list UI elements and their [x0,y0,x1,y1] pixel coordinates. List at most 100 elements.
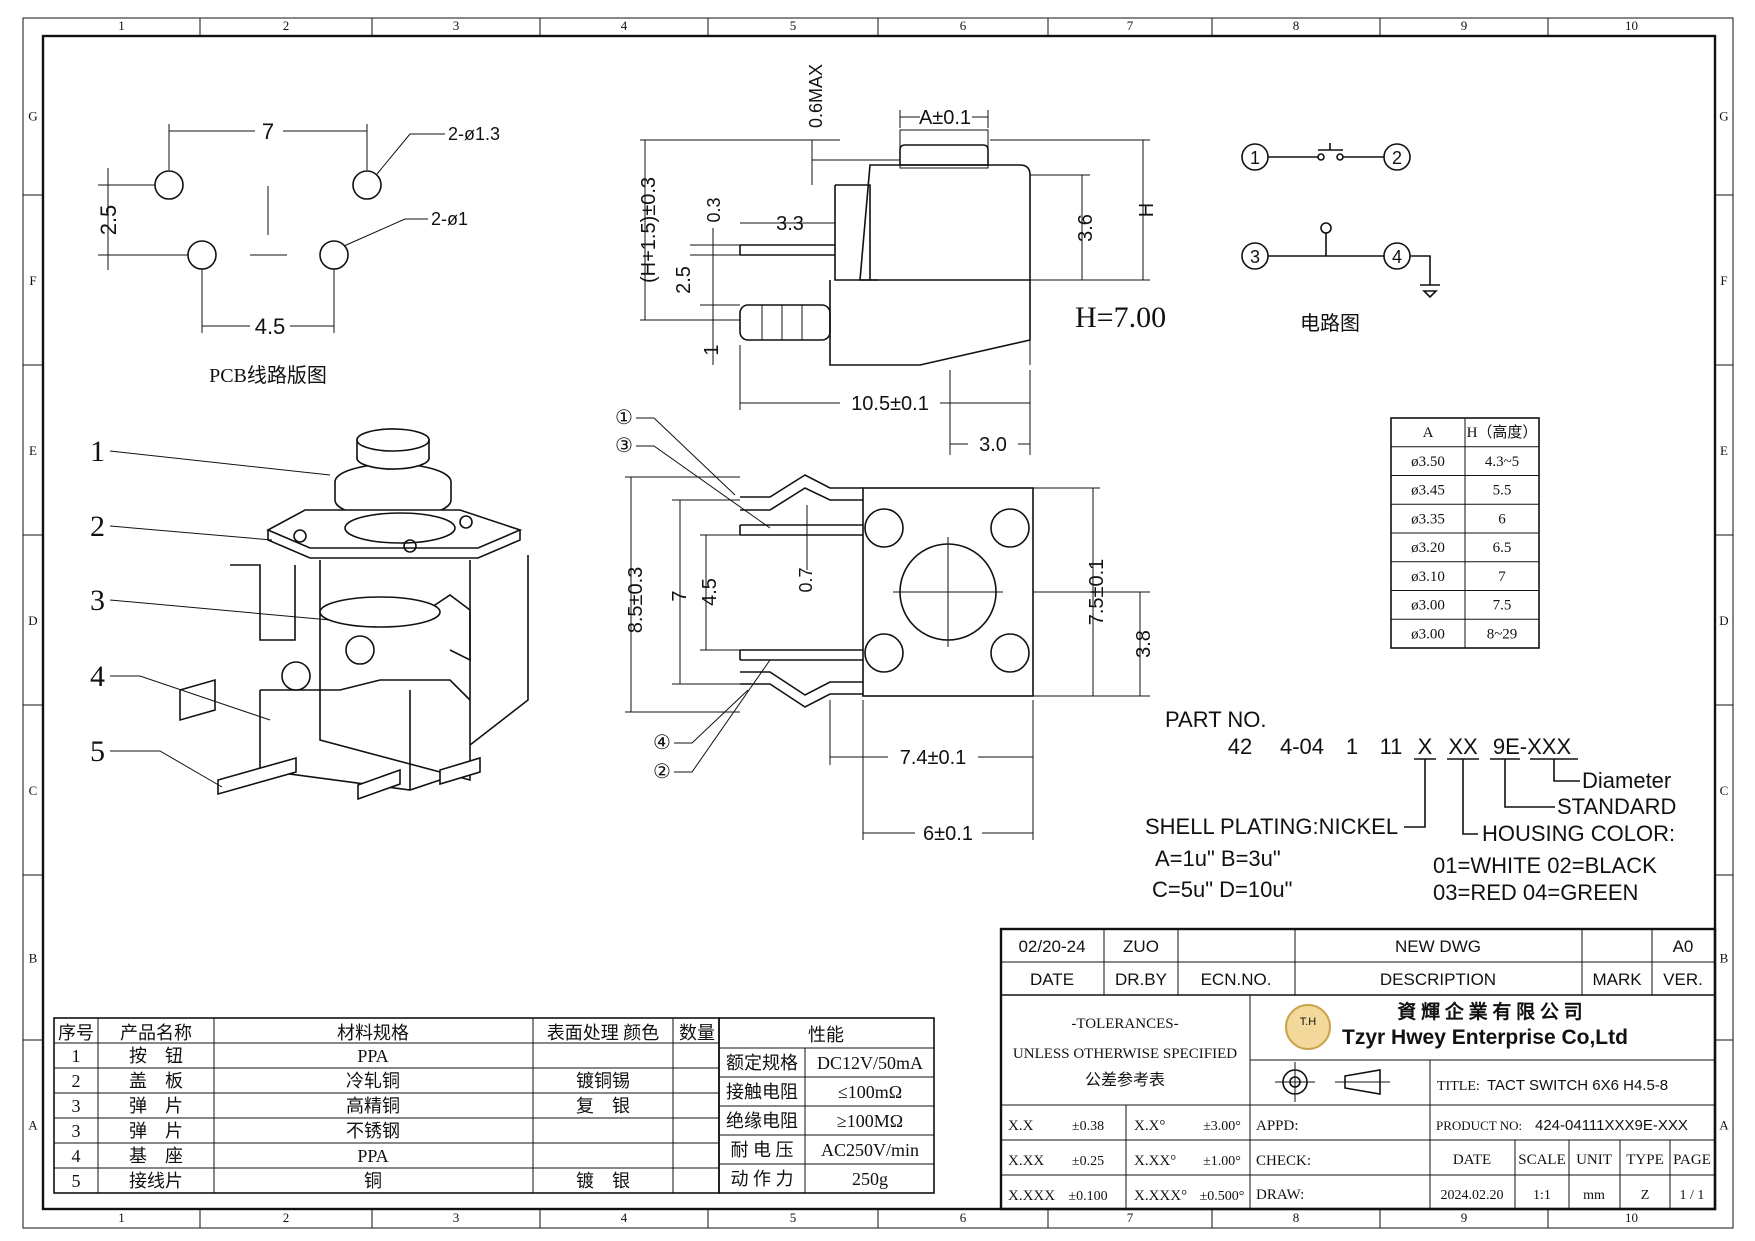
grid-col-label: 10 [1625,1210,1638,1225]
grid-col-label: 7 [1127,18,1134,33]
grid-col-label: 2 [283,18,290,33]
top-marker-4: ④ [653,732,671,754]
side-dim-3-6: 3.6 [1075,214,1097,242]
bom-header-no: 序号 [58,1023,94,1043]
tol-angle-value: ±1.00° [1203,1154,1241,1169]
tol-line3: 公差参考表 [1085,1071,1165,1089]
grid-col-label: 1 [118,18,125,33]
rev-date: 02/20-24 [1018,937,1085,956]
h-desc: DESCRIPTION [1380,970,1496,989]
unit-value: mm [1583,1188,1605,1203]
perf-label: 绝缘电阻 [726,1111,798,1131]
top-dim-7: 7 [669,590,691,601]
inner-frame [41,34,1717,1211]
part-code-4-04: 4-04 [1280,734,1324,759]
bom-header-material: 材料规格 [337,1023,409,1043]
grid-row-label: C [29,783,38,798]
bom-cell: 接线片 [129,1171,183,1191]
part-plating-line1: A=1u" B=3u" [1155,846,1281,871]
product-no: 424-04111XXX9E-XXX [1535,1117,1688,1134]
part-code-xx: XX [1448,734,1478,759]
side-dim-3-0: 3.0 [979,434,1007,456]
isometric-view: 1 2 3 4 5 [90,428,529,801]
tol-angle-label: X.XXX° [1134,1188,1187,1204]
part-code-x: X [1418,734,1433,759]
tol-linear-value: ±0.25 [1072,1154,1104,1169]
grid-col-label: 10 [1625,18,1638,33]
height-table-a: ø3.50 [1411,454,1445,470]
circuit-caption: 电路图 [1300,312,1360,335]
side-dim-3-3: 3.3 [776,213,804,235]
bom-cell: 5 [72,1171,81,1191]
pcb-hole-large-label: 2-ø1.3 [448,124,500,144]
circuit-node-1: 1 [1250,148,1260,168]
appd-label: APPD: [1256,1118,1299,1134]
part-code-9e: 9E-XXX [1493,734,1572,759]
top-marker-3: ③ [615,435,633,457]
height-table-h: 8~29 [1487,626,1518,642]
perf-header: 性能 [808,1025,844,1045]
grid-row-label: B [1720,951,1729,966]
iso-callout-4: 4 [90,660,105,693]
top-view: 8.5±0.3 7 4.5 0.7 7.5±0.1 3.8 7.4±0.1 6±… [615,407,1155,845]
bom-cell: 弹 片 [129,1096,183,1116]
perf-label: 耐 电 压 [731,1140,794,1160]
pcb-hole-small-label: 2-ø1 [431,209,468,229]
tol-linear-label: X.XX [1008,1153,1044,1169]
type-value: Z [1641,1188,1650,1203]
top-dim-8-5: 8.5±0.3 [625,567,647,634]
grid-row-label: G [28,109,37,124]
part-no-label: PART NO. [1165,707,1266,732]
bom-cell: 镀铜锡 [576,1071,630,1091]
grid-row-label: F [29,273,36,288]
grid-col-label: 4 [621,1210,628,1225]
height-table-a: ø3.35 [1411,511,1445,527]
height-table-header-h: H（高度） [1467,424,1538,441]
grid-row-label: G [1719,109,1728,124]
date-value: 2024.02.20 [1441,1188,1504,1203]
height-table-h: 6.5 [1493,540,1512,556]
rev-desc: NEW DWG [1395,937,1481,956]
h-date2: DATE [1453,1152,1491,1168]
iso-callout-3: 3 [90,584,105,617]
top-dim-7-4: 7.4±0.1 [900,747,967,769]
pcb-hole [352,170,382,200]
height-table-a: ø3.10 [1411,569,1445,585]
iso-callout-2: 2 [90,510,105,543]
bom-cell: 4 [72,1146,81,1166]
part-number-legend: PART NO. 42 4-04 1 11 X XX 9E-XXX Diamet… [1145,707,1676,905]
side-dim-h: H [1136,203,1158,217]
grid-col-label: 6 [960,18,967,33]
height-table-h: 4.3~5 [1485,454,1519,470]
height-table-h: 7 [1498,569,1506,585]
bom-cell: 基 座 [129,1146,183,1166]
h-page: PAGE [1673,1152,1711,1168]
title-block: 02/20-24 ZUO NEW DWG A0 DATE DR.BY ECN.N… [999,927,1717,1211]
height-table-a: ø3.20 [1411,540,1445,556]
height-table-h: 7.5 [1493,598,1512,614]
title-label: TITLE: [1437,1079,1480,1094]
perf-value: DC12V/50mA [817,1053,923,1073]
bom-cell: 冷轧铜 [346,1071,400,1091]
bom-cell: 铜 [364,1171,382,1191]
grid-row-label: C [1720,783,1729,798]
h-scale: SCALE [1518,1152,1566,1168]
h-type: TYPE [1626,1152,1664,1168]
grid-row-label: E [1720,443,1728,458]
pcb-hole [187,240,217,270]
pcb-hole [319,240,349,270]
h-ecn: ECN.NO. [1201,970,1272,989]
tol-angle-value: ±0.500° [1200,1189,1245,1204]
scale-value: 1:1 [1533,1188,1551,1203]
company-logo [1285,1004,1331,1050]
perf-value: AC250V/min [821,1140,919,1160]
side-dim-2-5: 2.5 [673,266,695,294]
grid-row-label: E [29,443,37,458]
perf-label: 额定规格 [726,1053,798,1073]
bom-cell: 不锈钢 [346,1121,400,1141]
rev-ver: A0 [1673,937,1694,956]
